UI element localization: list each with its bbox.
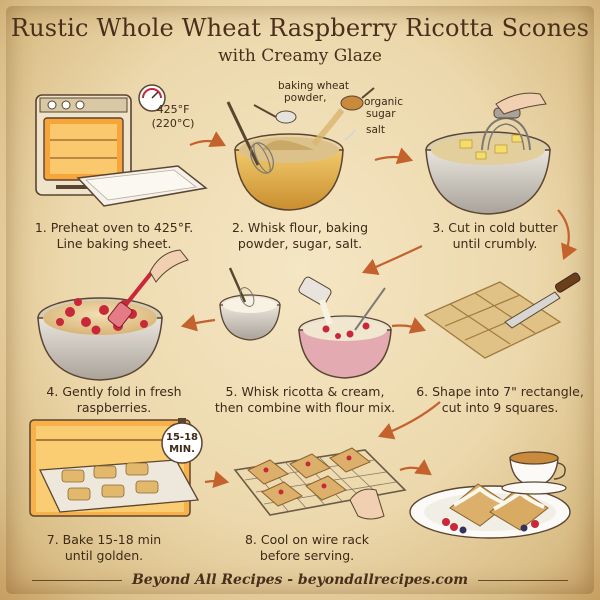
step-5-line2: then combine with flour mix. [214,400,396,415]
thermometer-icon [138,84,166,112]
timer-icon [161,418,203,464]
oven-temp-c: (220°C) [151,117,195,130]
arrow-3-to-6 [557,209,578,261]
dough-squares-illustration [423,281,562,359]
oven-temp-f: 425°F [156,103,190,116]
step-3-caption: 3. Cut in cold butter until crumbly. [405,220,585,252]
baking-oven-illustration [29,419,200,517]
label-salt: salt [366,124,385,136]
footer-credit: Beyond All Recipes - beyondallrecipes.co… [0,572,600,588]
arrow-7-to-8 [204,470,230,489]
flow-arrows [180,131,578,489]
page-subtitle: with Creamy Glaze [218,46,382,66]
pastry-cutter-illustration [481,92,547,151]
arrow-6-to-8 [377,401,441,440]
step-8-line1: 8. Cool on wire rack [244,532,370,547]
cooling-rack-illustration [233,447,407,520]
timer-unit: MIN. [169,444,195,455]
oven-illustration [35,94,132,196]
arrow-8-to-plate [399,459,432,476]
footer-text: Beyond All Recipes - beyondallrecipes.co… [131,572,469,588]
measuring-spoons-illustration [253,87,375,146]
footer-rule-left [31,579,122,581]
arrow-3-to-5 [361,245,423,276]
step-1-caption: 1. Preheat oven to 425°F. Line baking sh… [14,220,214,252]
step-4-line2: raspberries. [76,400,152,415]
label-baking-powder-line1: baking wheat [278,80,350,92]
spatula-illustration [107,249,189,328]
arrow-5-to-6 [391,317,427,334]
raspberry-bowl-illustration [37,297,163,381]
step-5-caption: 5. Whisk ricotta & cream, then combine w… [200,384,410,416]
ricotta-whisk-bowl-illustration [219,267,281,341]
label-organic-sugar-line2: sugar [366,108,396,120]
arrow-2-to-3 [374,147,414,165]
combine-bowl-illustration [298,276,392,379]
knife-illustration [504,272,581,329]
served-scones-plate-illustration [409,483,571,539]
footer-rule-right [478,579,569,581]
step-7-line1: 7. Bake 15-18 min [46,532,162,547]
step-2-caption: 2. Whisk flour, baking powder, sugar, sa… [210,220,390,252]
step-4-caption: 4. Gently fold in fresh raspberries. [14,384,214,416]
step-5-line1: 5. Whisk ricotta & cream, [225,384,385,399]
step-1-line1: 1. Preheat oven to 425°F. [34,220,194,235]
label-baking-powder-line2: powder, [284,92,327,104]
arrow-1-to-2 [189,131,226,147]
step-7-caption: 7. Bake 15-18 min until golden. [14,532,194,564]
step-8-caption: 8. Cool on wire rack before serving. [222,532,392,564]
step-4-line1: 4. Gently fold in fresh [46,384,182,399]
step-2-line2: powder, sugar, salt. [237,236,363,251]
step-6-line2: cut into 9 squares. [441,400,559,415]
page-title: Rustic Whole Wheat Raspberry Ricotta Sco… [10,14,590,42]
step-6-caption: 6. Shape into 7" rectangle, cut into 9 s… [405,384,595,416]
step-1-line2: Line baking sheet. [56,236,172,251]
label-organic-sugar-line1: organic [364,96,404,108]
step-2-line1: 2. Whisk flour, baking [231,220,369,235]
butter-bowl-illustration [425,131,551,215]
mixing-bowl-illustration [226,101,344,211]
step-6-line1: 6. Shape into 7" rectangle, [416,384,584,399]
step-7-line2: until golden. [64,548,144,563]
arrow-5-to-4 [180,314,216,332]
tea-cup-illustration [501,451,567,495]
step-8-line2: before serving. [259,548,355,563]
timer-minutes: 15-18 [166,432,198,443]
step-3-line1: 3. Cut in cold butter [432,220,558,235]
step-3-line2: until crumbly. [452,236,538,251]
baking-sheet-illustration [76,165,208,207]
